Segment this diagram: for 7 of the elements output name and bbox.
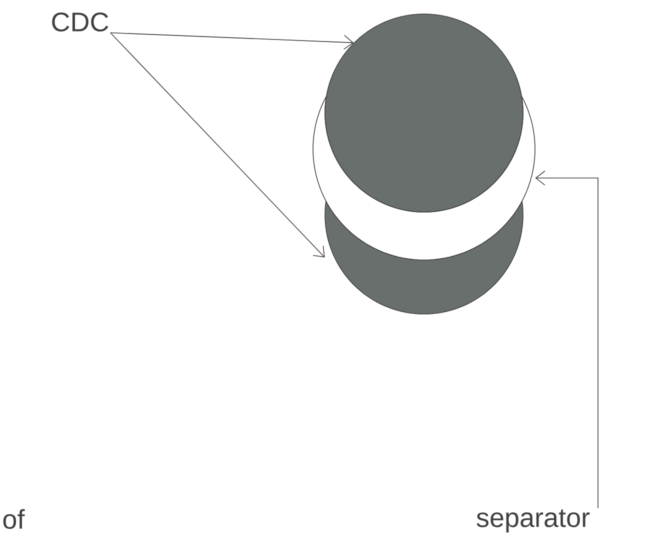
arrow <box>110 32 325 258</box>
label-text: separator <box>476 509 590 533</box>
label-text: of <box>3 509 25 529</box>
arrow <box>110 32 354 50</box>
label-text: CDC <box>52 12 108 32</box>
arrow <box>535 170 598 509</box>
filled-disk <box>324 14 524 212</box>
